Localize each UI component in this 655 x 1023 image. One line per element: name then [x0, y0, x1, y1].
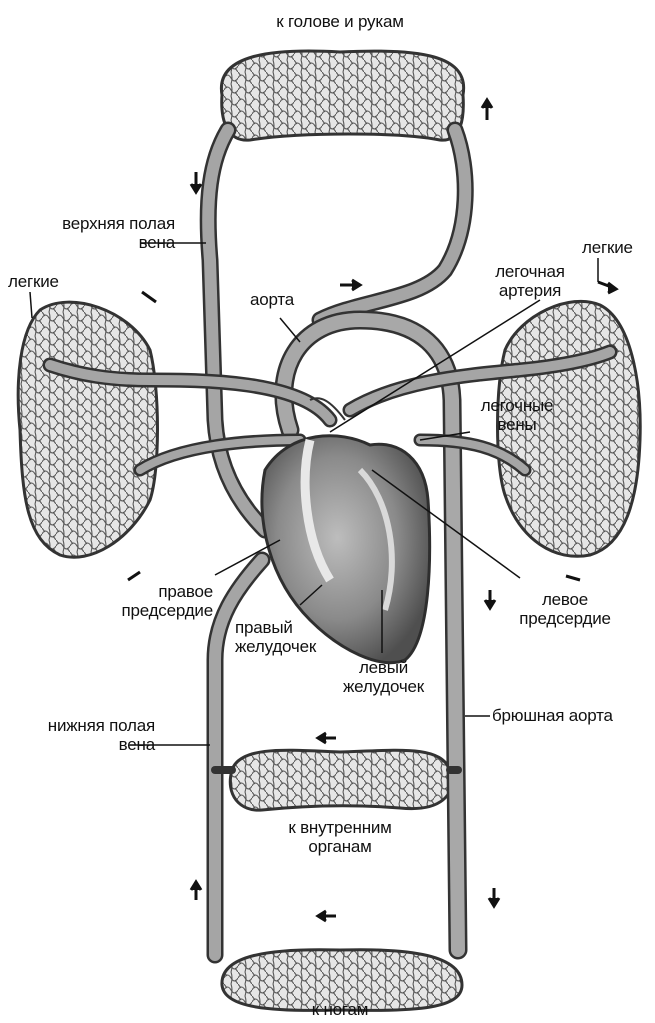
label-to-legs: к ногам [270, 1000, 410, 1019]
label-left-atrium: левое предсердие [505, 590, 625, 628]
label-inferior-vena-cava: нижняя полая вена [10, 716, 155, 754]
arrow-icon [142, 292, 156, 302]
arrow-icon [191, 172, 201, 192]
label-to-internal-organs: к внутренним органам [265, 818, 415, 856]
label-aorta: аорта [250, 290, 294, 309]
label-right-atrium: правое предсердие [95, 582, 213, 620]
label-to-head-arms: к голове и рукам [225, 12, 455, 31]
arrow-icon [191, 882, 201, 900]
label-abdominal-aorta: брюшная аорта [492, 706, 613, 725]
capillary-bed-internal-organs [230, 750, 452, 810]
label-lungs-left: легкие [8, 272, 59, 291]
label-left-ventricle: левый желудочек [336, 658, 431, 696]
label-right-ventricle: правый желудочек [235, 618, 316, 656]
arrow-icon [485, 590, 495, 608]
label-pulmonary-artery: легочная артерия [470, 262, 590, 300]
capillary-bed-head-arms [221, 51, 463, 140]
arrow-icon [566, 576, 580, 580]
label-superior-vena-cava: верхняя полая вена [10, 214, 175, 252]
label-lungs-right: легкие [582, 238, 633, 257]
arrow-icon [482, 100, 492, 120]
capillary-bed-lungs-left [18, 302, 157, 557]
label-pulmonary-veins: легочные вены [462, 396, 572, 434]
arrow-icon [318, 911, 336, 921]
arrow-icon [340, 280, 360, 290]
arrow-icon [128, 572, 140, 580]
arrow-icon [318, 733, 336, 743]
arrow-icon [598, 282, 616, 293]
arrow-icon [489, 888, 499, 906]
